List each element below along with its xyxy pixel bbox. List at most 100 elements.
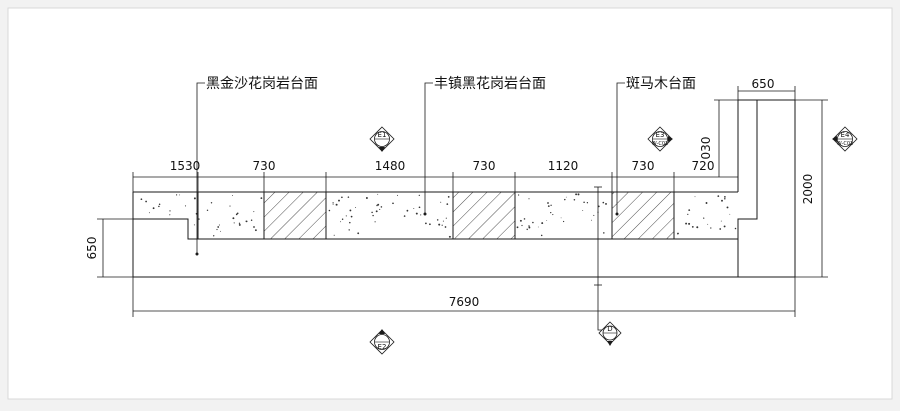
granite-speckle bbox=[206, 209, 209, 211]
granite-speckle bbox=[691, 226, 694, 228]
granite-speckle bbox=[198, 218, 200, 220]
granite-speckle bbox=[540, 234, 543, 237]
granite-speckle bbox=[145, 200, 147, 203]
dim-top-right: 650 bbox=[752, 77, 775, 91]
marker-e3-sheet: W-C02 bbox=[652, 141, 668, 147]
granite-speckle bbox=[590, 219, 592, 221]
leader-dot bbox=[615, 212, 619, 216]
label-fengzhen-black: 丰镇黑花岗岩台面 bbox=[434, 76, 546, 92]
granite-speckle bbox=[357, 232, 360, 235]
granite-speckle bbox=[169, 214, 171, 216]
granite-speckle bbox=[332, 202, 334, 204]
granite-speckle bbox=[710, 227, 712, 229]
granite-speckle bbox=[528, 225, 530, 227]
hatched-panels bbox=[197, 191, 675, 240]
granite-speckle bbox=[564, 198, 566, 201]
granite-speckle bbox=[250, 219, 253, 222]
leader-dot bbox=[423, 212, 427, 216]
granite-speckle bbox=[158, 203, 161, 205]
granite-speckle bbox=[340, 221, 342, 223]
granite-speckle bbox=[425, 222, 427, 225]
granite-speckle bbox=[372, 214, 374, 217]
granite-speckle bbox=[445, 217, 447, 219]
granite-speckle bbox=[547, 202, 549, 204]
granite-speckle bbox=[238, 222, 241, 224]
granite-speckle bbox=[550, 204, 552, 206]
granite-speckle bbox=[184, 205, 187, 207]
granite-speckle bbox=[236, 212, 239, 215]
label-black-gold-sand: 黑金沙花岗岩台面 bbox=[206, 76, 318, 92]
granite-speckle bbox=[232, 195, 233, 197]
granite-speckle bbox=[176, 194, 178, 196]
granite-speckle bbox=[519, 219, 522, 222]
granite-speckle bbox=[444, 226, 447, 228]
granite-speckle bbox=[562, 220, 565, 223]
granite-speckle bbox=[605, 202, 607, 205]
granite-speckle bbox=[213, 235, 215, 237]
granite-speckle bbox=[238, 223, 241, 226]
granite-speckle bbox=[696, 226, 699, 229]
granite-speckle bbox=[565, 196, 567, 198]
granite-speckle bbox=[396, 194, 399, 196]
dim-right-short: 030 bbox=[699, 137, 713, 160]
granite-speckle bbox=[418, 206, 421, 209]
dim-top-6: 730 bbox=[632, 159, 655, 173]
granite-speckle bbox=[685, 222, 688, 225]
granite-speckle bbox=[415, 212, 418, 215]
granite-speckle bbox=[586, 202, 589, 204]
granite-speckle bbox=[516, 226, 519, 229]
granite-speckle bbox=[528, 226, 531, 229]
elevation-marker-e1: E1 bbox=[369, 126, 395, 152]
granite-speckle bbox=[355, 207, 357, 208]
top-right-dimension-line bbox=[737, 86, 796, 100]
dim-left: 650 bbox=[85, 237, 99, 260]
granite-speckle bbox=[593, 214, 595, 216]
granite-speckle bbox=[403, 215, 406, 217]
paper bbox=[7, 7, 893, 400]
granite-speckle bbox=[406, 209, 409, 212]
granite-speckle bbox=[229, 205, 231, 207]
granite-speckle bbox=[734, 227, 737, 230]
marker-e3-label: E3 bbox=[656, 131, 665, 139]
granite-speckle bbox=[717, 195, 720, 197]
marker-e4-sheet: W-C02 bbox=[837, 141, 853, 147]
granite-speckle bbox=[521, 224, 523, 227]
granite-speckle bbox=[441, 224, 443, 226]
granite-speckle bbox=[583, 201, 585, 204]
leader-dot bbox=[195, 252, 199, 256]
granite-speckle bbox=[729, 213, 731, 215]
elevation-marker-e2: E2 bbox=[369, 329, 395, 355]
granite-speckle bbox=[560, 217, 562, 219]
granite-speckle bbox=[193, 197, 196, 200]
granite-speckle bbox=[245, 220, 247, 222]
granite-speckle bbox=[582, 209, 584, 211]
granite-speckle bbox=[193, 224, 195, 226]
granite-speckle bbox=[436, 219, 439, 221]
granite-speckle bbox=[575, 193, 578, 196]
bottom-dimension-line bbox=[132, 277, 796, 317]
granite-speckle bbox=[371, 211, 373, 214]
granite-speckle bbox=[140, 198, 143, 201]
section-marker-d: D bbox=[598, 321, 622, 346]
granite-speckle bbox=[448, 235, 451, 238]
marker-e4-label: E4 bbox=[841, 131, 850, 139]
granite-speckle bbox=[724, 198, 726, 200]
dim-right-total: 2000 bbox=[801, 174, 815, 205]
granite-speckle bbox=[523, 218, 526, 220]
top-dimension-line bbox=[132, 172, 739, 192]
granite-speckle bbox=[442, 220, 444, 222]
granite-speckle bbox=[552, 214, 554, 216]
granite-speckle bbox=[429, 223, 431, 226]
granite-speckle bbox=[446, 203, 449, 205]
granite-speckle bbox=[210, 202, 213, 204]
granite-speckle bbox=[335, 203, 338, 206]
granite-speckle bbox=[197, 209, 199, 211]
granite-speckle bbox=[724, 196, 726, 198]
granite-speckle bbox=[677, 233, 679, 235]
granite-speckle bbox=[687, 213, 689, 216]
granite-speckle bbox=[602, 201, 605, 204]
elevation-marker-e3: E3 W-C02 bbox=[647, 126, 673, 152]
granite-speckle bbox=[235, 213, 238, 216]
hatch-panel-1 bbox=[263, 191, 327, 240]
